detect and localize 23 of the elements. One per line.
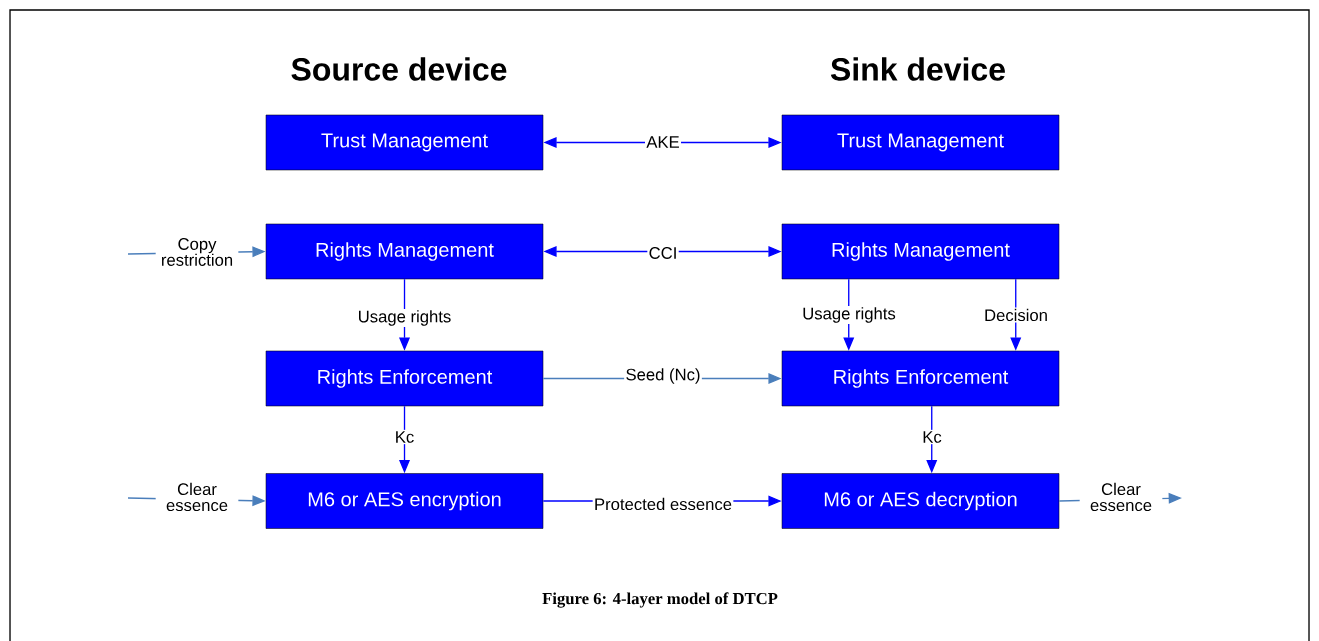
- edge-label: Kc: [393, 429, 416, 445]
- layer-box: Rights Enforcement: [781, 350, 1060, 407]
- edge-label: Seed (Nc): [624, 366, 702, 386]
- edge-label: AKE: [645, 134, 681, 150]
- edge-label: Kc: [920, 429, 944, 445]
- edge-label: Protected essence: [592, 496, 734, 512]
- layer-box: M6 or AES encryption: [265, 473, 544, 529]
- edge-label: Clear essence: [155, 481, 239, 513]
- layer-box: M6 or AES decryption: [781, 473, 1060, 529]
- edge-label: Decision: [982, 307, 1050, 323]
- edge-label: Usage rights: [800, 305, 898, 325]
- edge-label: Usage rights: [356, 308, 453, 328]
- edge-label: CCI: [647, 245, 679, 261]
- edge-label: Clear essence: [1079, 481, 1163, 513]
- layer-box: Rights Management: [265, 223, 544, 280]
- layer-box: Trust Management: [781, 114, 1060, 171]
- figure-caption: Figure 6: 4-layer model of DTCP: [542, 592, 778, 608]
- column-heading: Sink device: [830, 57, 1005, 81]
- layer-box: Rights Management: [781, 223, 1060, 280]
- layer-box: Trust Management: [265, 114, 544, 171]
- column-heading: Source device: [291, 57, 507, 81]
- layer-box: Rights Enforcement: [265, 350, 544, 407]
- edge-label: Copy restriction: [155, 236, 239, 268]
